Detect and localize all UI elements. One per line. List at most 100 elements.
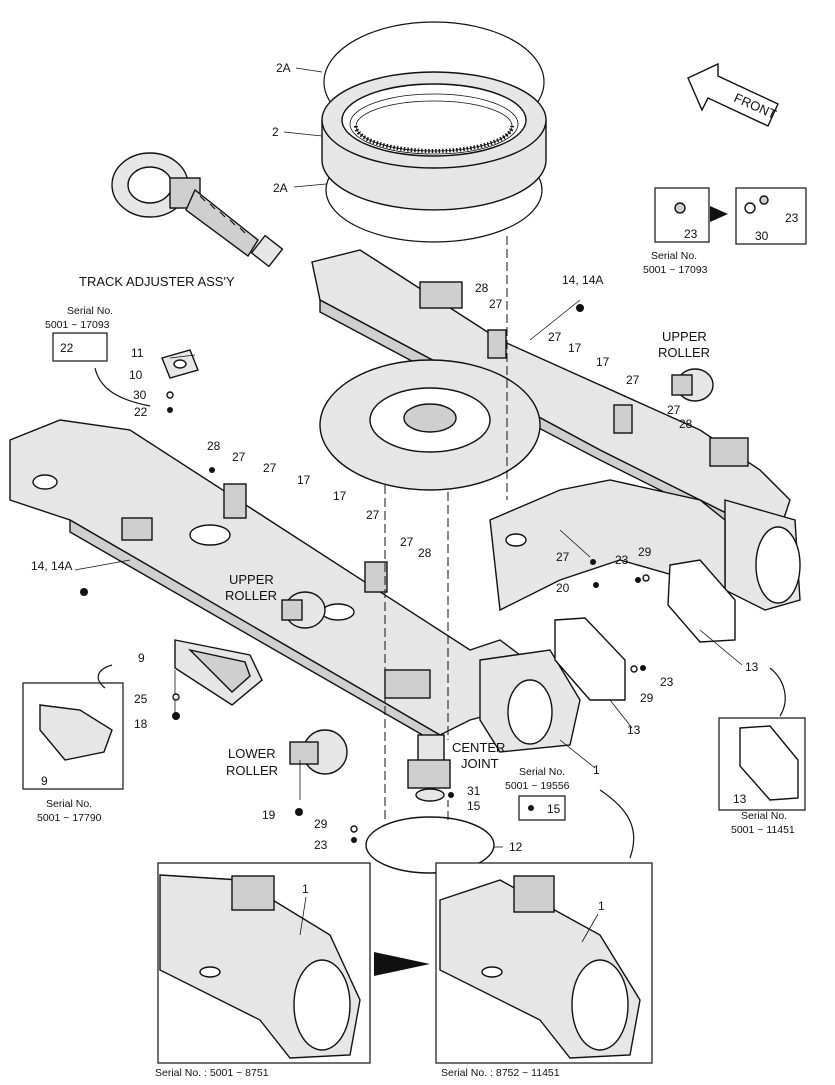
cover-13-right: [667, 559, 736, 643]
bottom-panel-left: 1 Serial No. : 5001 ~ 8751: [155, 862, 371, 1079]
swing-bearing-ring: [321, 21, 547, 243]
callout-27: 27: [548, 330, 562, 344]
plate-11: [161, 349, 199, 379]
callout-27: 27: [263, 461, 277, 475]
callout-27: 27: [556, 550, 570, 564]
labels: TRACK ADJUSTER ASS'Y UPPER ROLLER UPPER …: [79, 274, 710, 778]
callout-23: 23: [684, 227, 698, 241]
callout-28: 28: [679, 417, 693, 431]
callout-13: 13: [627, 723, 641, 737]
callout-17: 17: [297, 473, 311, 487]
front-arrow: FRONT: [687, 62, 779, 127]
callout-1: 1: [302, 882, 309, 896]
callout-30: 30: [755, 229, 769, 243]
callouts: 2A 2 2A 14, 14A 28 27 27 17 17 27 27 28 …: [31, 61, 759, 854]
center-joint-label: JOINT: [461, 756, 499, 771]
callout-31: 31: [467, 784, 481, 798]
callout-17: 17: [596, 355, 610, 369]
callout-27: 27: [626, 373, 640, 387]
callout-11: 11: [131, 346, 144, 360]
lower-roller-label: ROLLER: [226, 763, 278, 778]
arrow-right-icon: [374, 952, 430, 976]
inset-lower-left: 9 Serial No. 5001 ~ 17790: [22, 664, 124, 824]
callout-14: 14, 14A: [562, 273, 603, 287]
lower-frame: [9, 249, 801, 753]
upper-roller-label: UPPER: [662, 329, 707, 344]
callout-27: 27: [400, 535, 414, 549]
inset-center-joint: Serial No. 5001 ~ 19556 15: [505, 766, 570, 821]
callout-9: 9: [138, 651, 145, 665]
callout-17: 17: [568, 341, 582, 355]
callout-27: 27: [667, 403, 681, 417]
callout-1: 1: [593, 763, 600, 777]
center-joint: [407, 734, 451, 802]
callout-14: 14, 14A: [31, 559, 72, 573]
callout-9: 9: [41, 774, 48, 788]
lower-roller: [289, 729, 348, 775]
leader-lines: [74, 67, 743, 848]
serial-range: 5001 ~ 11451: [731, 824, 795, 836]
serial-bottom-left: Serial No. : 5001 ~ 8751: [155, 1067, 269, 1079]
callout-2: 2: [272, 125, 279, 139]
callout-12: 12: [509, 840, 523, 854]
callout-29: 29: [638, 545, 652, 559]
callout-27: 27: [232, 450, 246, 464]
serial-range: 5001 ~ 17093: [643, 264, 708, 276]
track-adjuster-label: TRACK ADJUSTER ASS'Y: [79, 274, 235, 289]
center-lines: [384, 236, 508, 820]
callout-28: 28: [418, 546, 432, 560]
serial-label: Serial No.: [741, 810, 787, 822]
callout-29: 29: [640, 691, 654, 705]
callout-15: 15: [467, 799, 481, 813]
serial-label: Serial No.: [67, 305, 113, 317]
inset-lower-right: 13 Serial No. 5001 ~ 11451: [718, 667, 806, 836]
upper-roller-left: [281, 591, 326, 629]
track-adjuster-assy: [111, 152, 284, 268]
callout-2a: 2A: [276, 61, 291, 75]
cover-13-mid: [554, 617, 626, 701]
callout-19: 19: [262, 808, 276, 822]
callout-22: 22: [60, 341, 74, 355]
callout-23: 23: [660, 675, 674, 689]
serial-range: 5001 ~ 17790: [37, 812, 102, 824]
callout-23: 23: [615, 553, 629, 567]
callout-10: 10: [129, 368, 143, 382]
serial-label: Serial No.: [651, 250, 697, 262]
upper-roller-label: ROLLER: [658, 345, 710, 360]
center-joint-label: CENTER: [452, 740, 505, 755]
callout-17: 17: [333, 489, 347, 503]
serial-range: 5001 ~ 19556: [505, 780, 570, 792]
inset-top-right: 23 23 30 Serial No. 5001 ~ 17093: [643, 187, 807, 276]
callout-13: 13: [745, 660, 759, 674]
upper-roller-label: UPPER: [229, 572, 274, 587]
callout-15: 15: [547, 802, 561, 816]
callout-28: 28: [207, 439, 221, 453]
callout-1: 1: [598, 899, 605, 913]
upper-roller-right: [671, 368, 714, 402]
callout-27: 27: [366, 508, 380, 522]
callout-25: 25: [134, 692, 148, 706]
serial-label: Serial No.: [519, 766, 565, 778]
serial-label: Serial No.: [46, 798, 92, 810]
arrow-right-icon: [710, 206, 728, 222]
callout-28: 28: [475, 281, 489, 295]
callout-18: 18: [134, 717, 148, 731]
callout-29: 29: [314, 817, 328, 831]
serial-bottom-right: Serial No. : 8752 ~ 11451: [441, 1067, 560, 1079]
callout-27: 27: [489, 297, 503, 311]
bracket-9: [174, 639, 263, 706]
covers: [365, 559, 736, 874]
bottom-panel-right: 1 Serial No. : 8752 ~ 11451: [435, 862, 653, 1079]
cover-12: [365, 816, 495, 874]
inset-left-22: Serial No. 5001 ~ 17093 22: [45, 305, 151, 407]
lower-roller-label: LOWER: [228, 746, 276, 761]
upper-roller-label: ROLLER: [225, 588, 277, 603]
callout-20: 20: [556, 581, 570, 595]
serial-range: 5001 ~ 17093: [45, 319, 110, 331]
callout-30: 30: [133, 388, 147, 402]
callout-23: 23: [785, 211, 799, 225]
callout-13: 13: [733, 792, 747, 806]
callout-2a: 2A: [273, 181, 288, 195]
callout-23: 23: [314, 838, 328, 852]
